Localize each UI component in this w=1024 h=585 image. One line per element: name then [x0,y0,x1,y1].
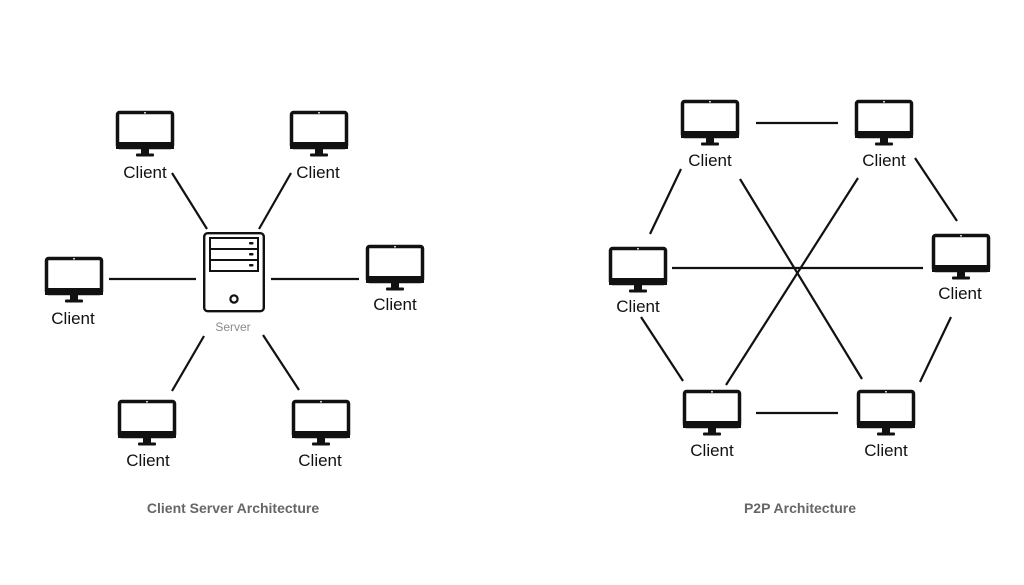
edge-left-bottom-left [640,316,684,382]
p2p-client-top-left: Client [679,99,741,170]
client-label: Client [126,451,170,470]
desktop-monitor-icon [116,399,178,448]
client-label: Client [690,441,734,460]
client-server-title: Client Server Architecture [147,500,319,516]
cs-client-left: Client [43,256,105,328]
p2p-client-right: Client [930,233,992,303]
edge-server-bottom-right [262,334,300,391]
desktop-monitor-icon [855,389,917,438]
edge-server-bottom-left [171,335,205,392]
client-label: Client [123,163,167,182]
cs-client-top-left: Client [114,110,176,182]
server-label: Server [215,320,250,334]
desktop-monitor-icon [679,99,741,148]
p2p-diagram: Client Client Client Client Client Clien… [607,99,992,516]
client-label: Client [373,295,417,314]
p2p-client-bottom-left: Client [681,389,743,460]
desktop-monitor-icon [930,233,992,282]
edge-server-top-left [171,172,208,230]
server-node: Server [203,232,265,334]
client-label: Client [51,309,95,328]
client-label: Client [296,163,340,182]
edge-top-right-right [914,157,958,222]
desktop-monitor-icon [853,99,915,148]
client-label: Client [616,297,660,316]
server-tower-icon [203,232,265,313]
cs-client-bottom-left: Client [116,399,178,470]
client-label: Client [938,284,982,303]
client-label: Client [298,451,342,470]
cs-client-right: Client [364,244,426,314]
client-label: Client [862,151,906,170]
p2p-client-top-right: Client [853,99,915,170]
desktop-monitor-icon [607,246,669,295]
p2p-client-left: Client [607,246,669,316]
edge-top-left-left [649,168,682,235]
client-server-diagram: Server Client Client Client Client Clien… [43,110,426,516]
edge-top-left-bottom-right [739,178,863,380]
client-label: Client [688,151,732,170]
edge-top-right-bottom-left [725,177,859,386]
client-label: Client [864,441,908,460]
p2p-title: P2P Architecture [744,500,856,516]
cs-client-bottom-right: Client [290,399,352,470]
edge-server-top-right [258,172,292,230]
p2p-client-bottom-right: Client [855,389,917,460]
desktop-monitor-icon [43,256,105,305]
desktop-monitor-icon [290,399,352,448]
p2p-connections [640,121,958,415]
desktop-monitor-icon [364,244,426,293]
cs-client-top-right: Client [288,110,350,182]
desktop-monitor-icon [288,110,350,159]
cs-connections [109,172,359,392]
desktop-monitor-icon [681,389,743,438]
edge-right-bottom-right [919,316,952,383]
desktop-monitor-icon [114,110,176,159]
